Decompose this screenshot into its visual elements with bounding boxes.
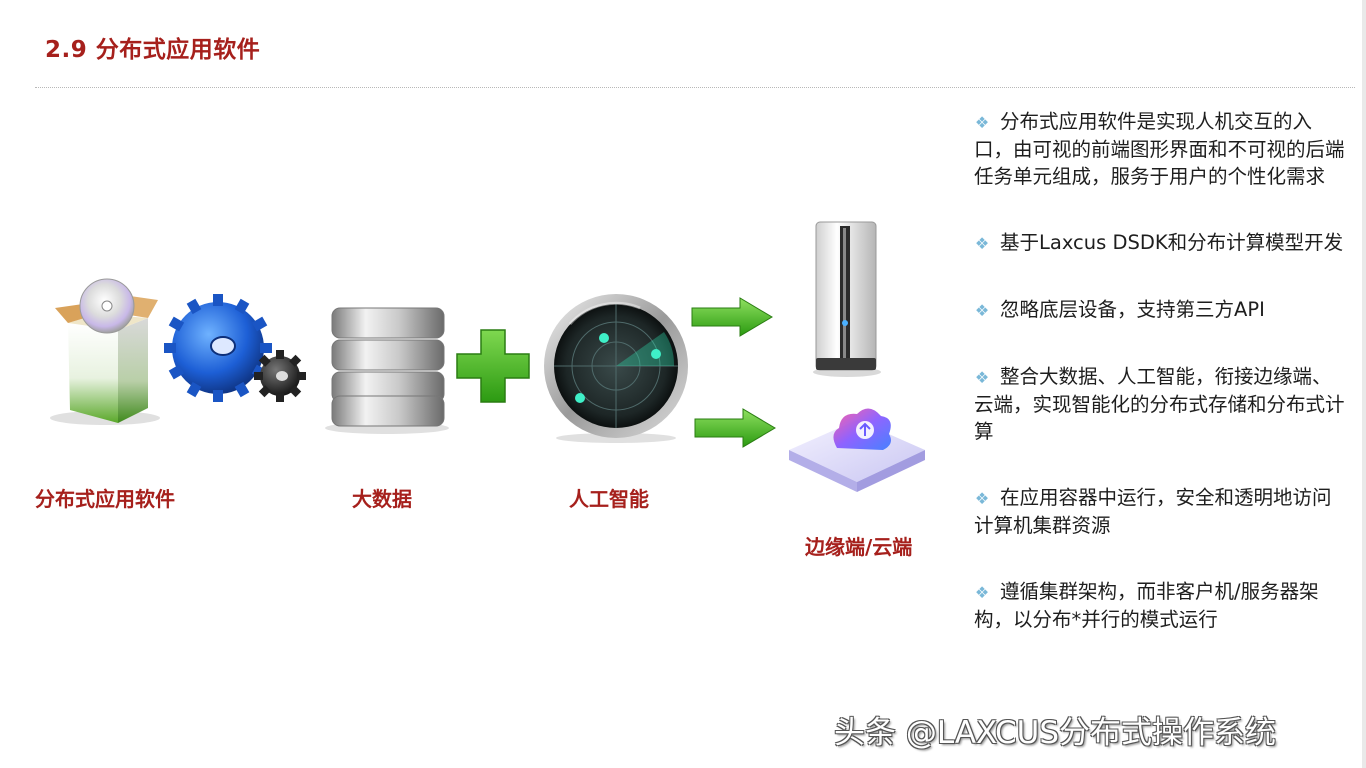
- bullet-item: ❖分布式应用软件是实现人机交互的入口，由可视的前端图形界面和不可视的后端任务单元…: [974, 110, 1345, 188]
- arrow-right-icon: [691, 297, 773, 337]
- plus-icon: [456, 329, 530, 403]
- diamond-bullet-icon: ❖: [974, 113, 990, 132]
- bullet-item: ❖在应用容器中运行，安全和透明地访问计算机集群资源: [974, 486, 1332, 537]
- bullet-item: ❖基于Laxcus DSDK和分布计算模型开发: [974, 229, 1346, 257]
- bigdata-label: 大数据: [352, 487, 412, 511]
- diamond-bullet-icon: ❖: [974, 234, 990, 253]
- software-label: 分布式应用软件: [35, 487, 175, 511]
- diamond-bullet-icon: ❖: [974, 489, 990, 508]
- bullet-item: ❖忽略底层设备，支持第三方API: [974, 296, 1346, 324]
- software-box-with-gears-icon: [50, 278, 306, 425]
- database-icon: [325, 307, 449, 434]
- bullet-item: ❖遵循集群架构，而非客户机/服务器架构，以分布*并行的模式运行: [974, 580, 1319, 631]
- bullet-list: ❖分布式应用软件是实现人机交互的入口，由可视的前端图形界面和不可视的后端任务单元…: [974, 108, 1346, 633]
- radar-icon: [544, 294, 688, 443]
- slide-edge: [1362, 0, 1366, 768]
- edge-cloud-label: 边缘端/云端: [805, 535, 913, 559]
- bullet-item: ❖整合大数据、人工智能，衔接边缘端、云端，实现智能化的分布式存储和分布式计算: [974, 365, 1345, 443]
- page-title: 2.9 分布式应用软件: [45, 37, 261, 63]
- watermark: 头条 @LAXCUS分布式操作系统: [834, 715, 1277, 751]
- server-icon: [813, 221, 881, 377]
- diamond-bullet-icon: ❖: [974, 583, 990, 602]
- cloud-upload-icon: [789, 408, 925, 492]
- diamond-bullet-icon: ❖: [974, 301, 990, 320]
- title-divider: [35, 87, 1355, 88]
- ai-label: 人工智能: [569, 487, 649, 511]
- arrow-right-icon: [694, 408, 776, 448]
- diamond-bullet-icon: ❖: [974, 368, 990, 387]
